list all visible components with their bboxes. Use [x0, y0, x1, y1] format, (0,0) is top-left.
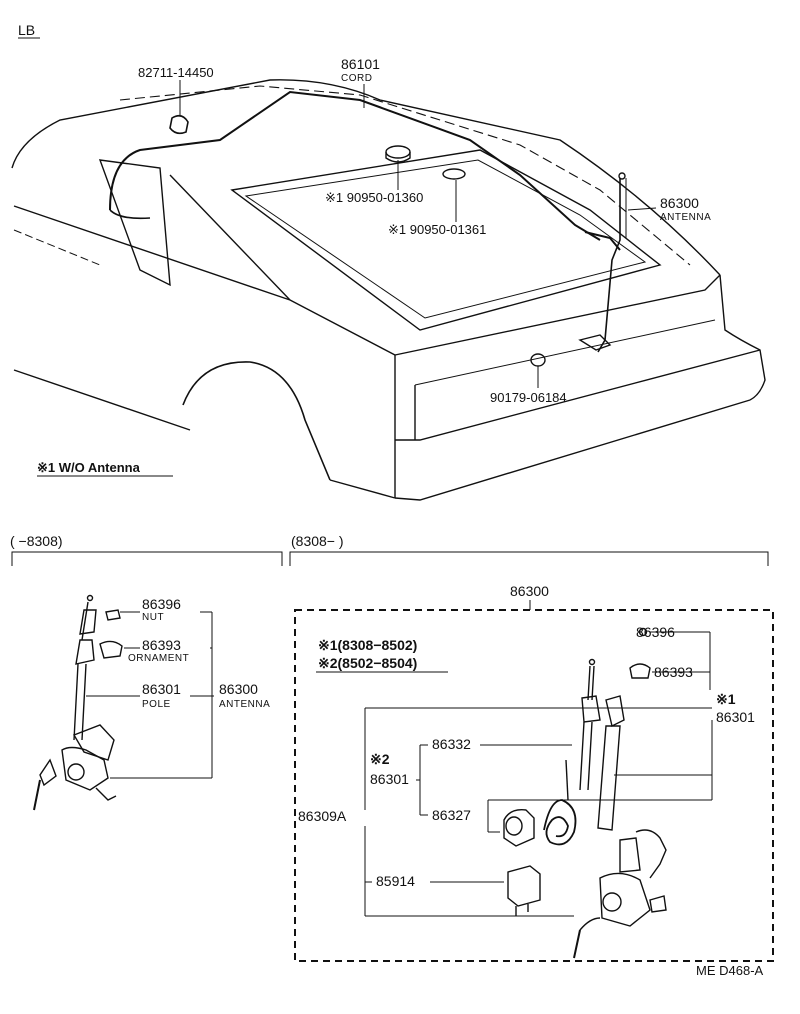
left-nut-part-number: 86396 — [142, 596, 181, 612]
without-antenna-note: ※1 W/O Antenna — [37, 460, 141, 475]
right-ornament-part-number: 86393 — [654, 664, 693, 680]
left-leader-lines — [86, 611, 214, 779]
right-second-pole-number: 86301 — [370, 771, 409, 787]
cord-part-number: 86101 — [341, 56, 380, 72]
right-pole-part-number: 86301 — [716, 709, 755, 725]
left-range-label: ( −8308) — [10, 533, 63, 549]
left-range-bracket — [11, 551, 283, 566]
part-86327-number: 86327 — [432, 807, 471, 823]
production-note-2: ※2(8502−8504) — [318, 655, 417, 671]
top-leader-lines — [179, 80, 657, 388]
motor-part-number: 86309A — [298, 808, 347, 824]
right-range-bracket — [289, 551, 769, 566]
right-second-mark: ※2 — [370, 751, 390, 767]
part-86332-number: 86332 — [432, 736, 471, 752]
grommet-part-number: 90179-06184 — [490, 390, 567, 405]
left-pole-part-number: 86301 — [142, 681, 181, 697]
left-ornament-part-name: ORNAMENT — [128, 653, 189, 664]
plug-part-number-1: ※1 90950-01360 — [325, 190, 423, 205]
right-parts-illustration — [503, 627, 667, 959]
plug-part-number-2: ※1 90950-01361 — [388, 222, 486, 237]
left-pole-part-name: POLE — [142, 699, 171, 710]
cord-part-name: CORD — [341, 73, 372, 84]
antenna-part-number-top: 86300 — [660, 195, 699, 211]
relay-part-number: 85914 — [376, 873, 415, 889]
car-illustration — [11, 79, 766, 501]
left-antenna-illustration — [33, 594, 123, 811]
left-ornament-part-number: 86393 — [142, 637, 181, 653]
left-antenna-part-number: 86300 — [219, 681, 258, 697]
right-pole-mark: ※1 — [716, 691, 736, 707]
assembly-dashed-box — [294, 609, 774, 962]
footer-diagram-code: ME D468-A — [696, 963, 764, 978]
right-nut-part-number: 86396 — [636, 624, 675, 640]
antenna-part-name-top: ANTENNA — [660, 212, 711, 223]
right-range-label: (8308− ) — [291, 533, 344, 549]
clamp-part-number: 82711-14450 — [138, 65, 214, 80]
left-nut-part-name: NUT — [142, 612, 164, 623]
diagram-code: LB — [18, 22, 35, 38]
right-leader-lines — [364, 631, 713, 917]
assembly-part-number: 86300 — [510, 583, 549, 599]
production-note-1: ※1(8308−8502) — [318, 637, 417, 653]
left-antenna-part-name: ANTENNA — [219, 699, 270, 710]
